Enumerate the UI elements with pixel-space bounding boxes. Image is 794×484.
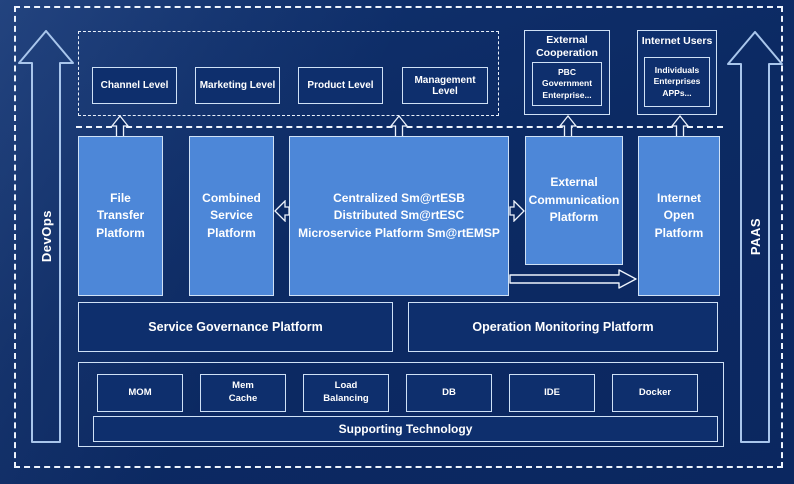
tech-ide: IDE [509, 374, 595, 412]
tech-load-balancing-label: Load Balancing [323, 380, 369, 404]
service-governance-label: Service Governance Platform [148, 320, 323, 334]
service-governance-platform: Service Governance Platform [78, 302, 393, 352]
tech-docker-label: Docker [638, 386, 672, 398]
left-arrow-icon [274, 200, 290, 222]
internet-users-title: Internet Users [641, 35, 713, 47]
supporting-technology-label: Supporting Technology [338, 422, 473, 436]
tech-ide-label: IDE [544, 386, 560, 398]
internet-users-members-box: Individuals Enterprises APPs... [644, 57, 710, 107]
flow-arrow-icon [509, 269, 637, 289]
devops-label: DevOps [38, 210, 54, 263]
diagram-outer-border [14, 6, 783, 468]
business-levels-container [78, 31, 499, 116]
tech-mem-cache-label: Mem Cache [228, 380, 258, 404]
external-cooperation-members-box: PBC Government Enterprise... [532, 62, 602, 106]
combined-service-platform-label: Combined Service Platform [202, 190, 261, 240]
file-transfer-platform-label: File Transfer Platform [96, 190, 145, 240]
tech-mem-cache: Mem Cache [200, 374, 286, 412]
level-box-product: Product Level [298, 67, 383, 104]
external-cooperation-members: PBC Government Enterprise... [541, 67, 593, 100]
tech-mom: MOM [97, 374, 183, 412]
tech-db: DB [406, 374, 492, 412]
internet-open-platform-label: Internet Open Platform [654, 190, 704, 240]
esb-central-platform-label: Centralized Sm@rtESB Distributed Sm@rtES… [298, 190, 500, 240]
combined-service-platform: Combined Service Platform [189, 136, 274, 296]
operation-monitoring-platform: Operation Monitoring Platform [408, 302, 718, 352]
esb-central-platform: Centralized Sm@rtESB Distributed Sm@rtES… [289, 136, 509, 296]
tech-db-label: DB [442, 386, 456, 398]
devops-arrow-icon [18, 30, 74, 443]
external-communication-platform-label: External Communication Platform [528, 175, 620, 225]
supporting-technology-container [78, 362, 724, 447]
level-channel-label: Channel Level [100, 80, 169, 91]
level-product-label: Product Level [307, 80, 374, 91]
operation-monitoring-label: Operation Monitoring Platform [472, 320, 654, 334]
right-arrow-icon [509, 200, 525, 222]
internet-open-platform: Internet Open Platform [638, 136, 720, 296]
external-communication-platform: External Communication Platform [525, 136, 623, 265]
supporting-technology-bar: Supporting Technology [93, 416, 718, 442]
level-marketing-label: Marketing Level [199, 80, 276, 91]
internet-users-members: Individuals Enterprises APPs... [653, 65, 701, 98]
tech-mom-label: MOM [128, 386, 152, 398]
level-box-marketing: Marketing Level [195, 67, 280, 104]
paas-arrow-icon [727, 31, 783, 443]
file-transfer-platform: File Transfer Platform [78, 136, 163, 296]
level-box-management: Management Level [402, 67, 488, 104]
paas-label: PAAS [747, 218, 763, 256]
external-cooperation-title: External Cooperation [536, 34, 598, 60]
tech-docker: Docker [612, 374, 698, 412]
tech-load-balancing: Load Balancing [303, 374, 389, 412]
level-management-label: Management Level [414, 74, 476, 97]
level-box-channel: Channel Level [92, 67, 177, 104]
